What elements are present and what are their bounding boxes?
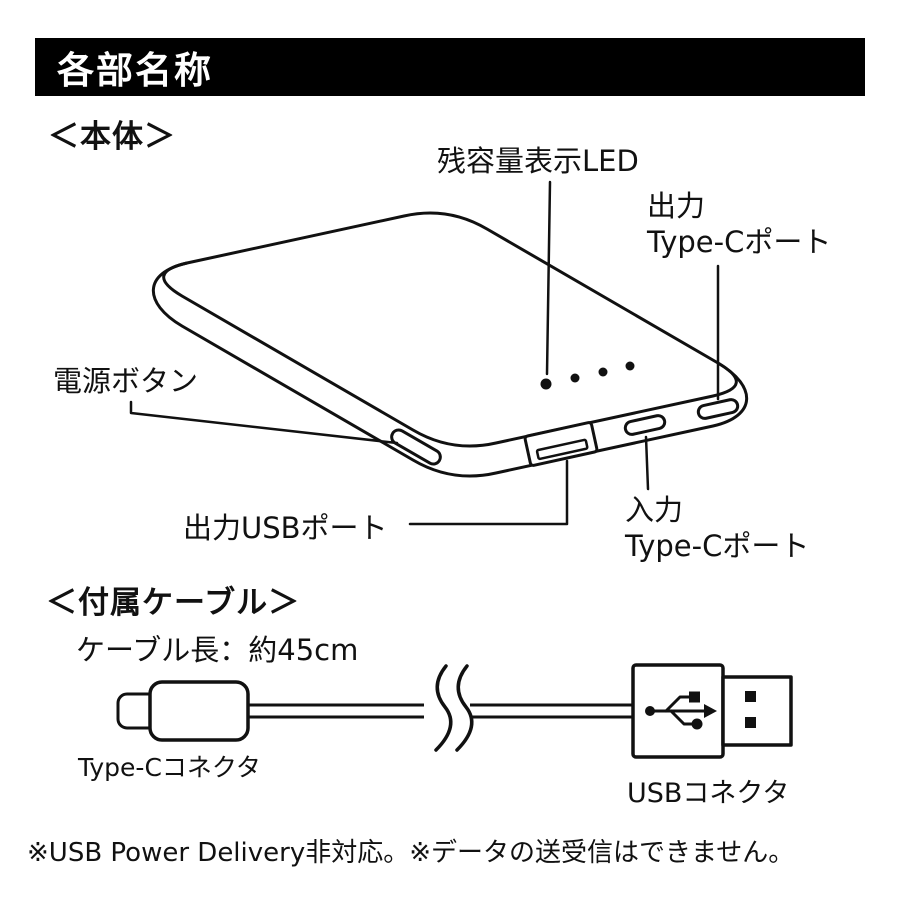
output-usb-port-tongue <box>535 438 589 461</box>
output-typec-port <box>696 398 740 420</box>
cable-section-heading: ＜付属ケーブル＞ <box>46 585 301 621</box>
page-title: 各部名称 <box>57 49 213 92</box>
label-input-typec-line2: Type-Cポート <box>625 529 810 564</box>
label-output-usb: 出力USBポート <box>183 511 388 545</box>
usb-symbol-icon <box>645 691 717 730</box>
label-led: 残容量表示LED <box>437 144 639 178</box>
typec-connector-body <box>148 680 250 742</box>
usb-contact-hole <box>745 691 756 702</box>
led-dot <box>625 361 635 371</box>
usb-connector-shield <box>721 675 793 747</box>
leader-led <box>545 180 552 376</box>
led-dot <box>598 367 608 377</box>
powerbank-top-face-edge <box>162 261 738 448</box>
label-typec-connector: Type-Cコネクタ <box>78 753 261 782</box>
label-cable-length: ケーブル長：約45cm <box>76 633 359 667</box>
usb-symbol-top-branch <box>664 695 691 713</box>
label-power-button: 電源ボタン <box>53 364 199 398</box>
section-header-bar: 各部名称 <box>35 38 865 96</box>
power-button <box>390 428 442 466</box>
leader-output-usb <box>408 459 569 526</box>
device-section-heading: ＜本体＞ <box>48 119 176 155</box>
usb-contact-hole <box>745 717 756 728</box>
usb-symbol-square <box>689 691 700 703</box>
usb-symbol-arrow <box>704 704 717 718</box>
led-dot <box>540 378 552 390</box>
usb-symbol-circle <box>691 718 703 730</box>
leader-input-typec <box>644 435 650 491</box>
label-output-typec-line2: Type-Cポート <box>647 225 832 260</box>
powerbank-body-outline <box>151 211 749 478</box>
leader-power-button <box>129 400 399 445</box>
cable-break-mark <box>455 664 474 752</box>
label-input-typec-line1: 入力 <box>625 493 684 527</box>
label-usb-connector: USBコネクタ <box>627 778 790 809</box>
label-input-typec: 入力 Type-Cポート <box>625 492 809 565</box>
led-dot <box>570 373 580 383</box>
led-indicator-dots <box>540 361 635 390</box>
label-output-typec-line1: 出力 <box>647 189 706 223</box>
usb-symbol-bottom-branch <box>669 709 694 726</box>
input-typec-port <box>623 414 667 436</box>
footer-note: ※USB Power Delivery非対応。※データの送受信はできません。 <box>27 838 795 868</box>
cable-break-mark <box>434 664 453 752</box>
label-output-typec: 出力 Type-Cポート <box>647 188 831 261</box>
